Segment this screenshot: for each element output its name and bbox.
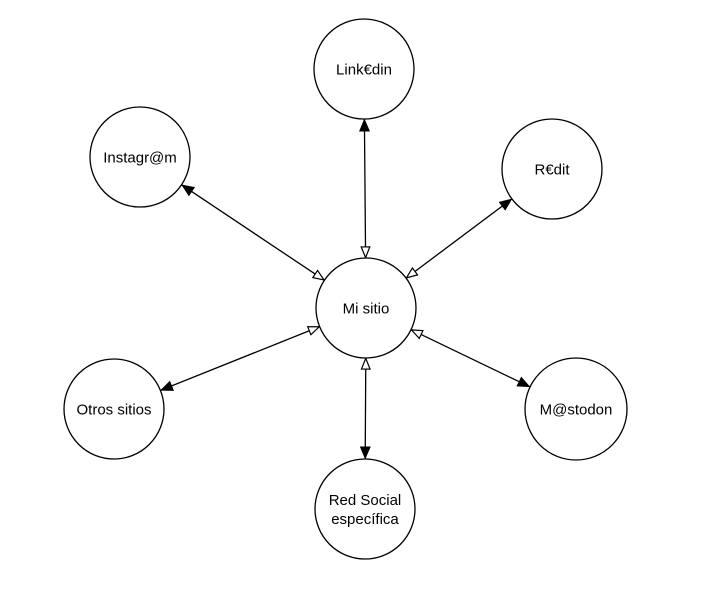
edges-layer xyxy=(159,118,531,460)
node-redit: R€dit xyxy=(501,118,603,220)
node-mastodon: M@stodon xyxy=(524,357,628,461)
edge-mi-sitio-otros-sitios xyxy=(159,325,321,392)
node-circle xyxy=(524,357,628,461)
node-label: Link€din xyxy=(336,61,392,78)
node-label: Mi sitio xyxy=(343,300,390,317)
node-circle xyxy=(63,358,165,460)
edge-mi-sitio-redit xyxy=(405,198,513,279)
node-linkedin: Link€din xyxy=(313,18,415,120)
edge-mi-sitio-linkedin xyxy=(359,118,371,260)
node-label-line: R€dit xyxy=(534,161,570,178)
node-label-line: Mi sitio xyxy=(343,300,390,317)
node-label-line: específica xyxy=(331,511,399,528)
node-otros-sitios: Otros sitios xyxy=(63,358,165,460)
node-label-line: M@stodon xyxy=(540,401,613,418)
node-label-line: Instagr@m xyxy=(103,149,177,166)
edge-mi-sitio-red-social-especifica xyxy=(359,356,371,460)
node-label: Red Social específica xyxy=(329,492,402,528)
node-label: Instagr@m xyxy=(103,149,177,166)
node-circle xyxy=(501,118,603,220)
node-mi-sitio: Mi sitio xyxy=(315,257,417,359)
edge-mi-sitio-mastodon xyxy=(410,329,531,388)
node-label-line: Link€din xyxy=(336,61,392,78)
node-instagram: Instagr@m xyxy=(89,106,191,208)
node-circle xyxy=(313,18,415,120)
node-circle xyxy=(89,106,191,208)
node-label-line: Otros sitios xyxy=(76,401,151,418)
node-label: Otros sitios xyxy=(76,401,151,418)
edge-mi-sitio-instagram xyxy=(181,184,326,281)
node-red-social-especifica: Red Social específica xyxy=(314,458,416,560)
node-label: M@stodon xyxy=(540,401,613,418)
node-circle xyxy=(315,257,417,359)
node-circle xyxy=(314,458,416,560)
node-label: R€dit xyxy=(534,161,570,178)
node-label-line: Red Social xyxy=(329,492,402,509)
